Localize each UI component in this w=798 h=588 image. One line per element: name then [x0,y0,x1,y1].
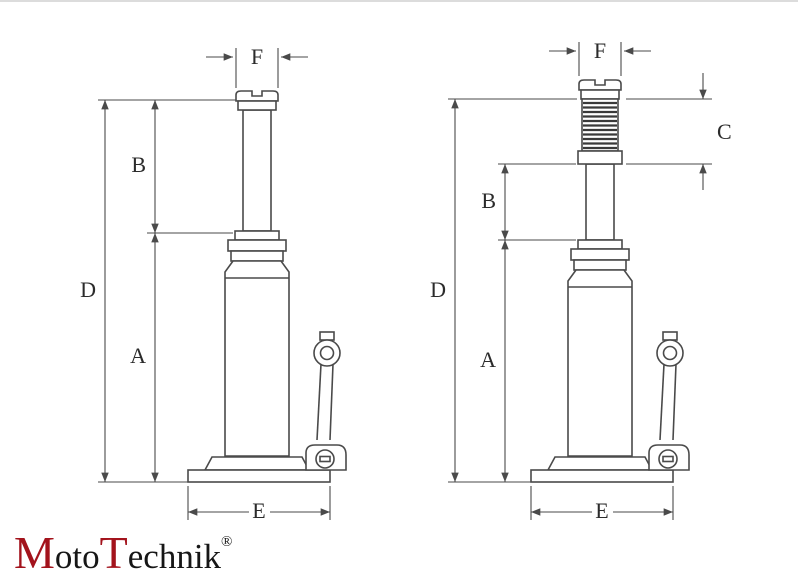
right-dim-label-d: D [430,277,446,302]
left-jack-saddle-band [237,100,277,111]
left-dim-label-f: F [251,44,263,69]
left-jack-handle-socket-bore [319,345,335,361]
left-jack-pump [313,331,341,441]
right-jack-handle-socket-stub [662,331,678,341]
left-jack-drawing [187,90,347,483]
right-e-label-background [592,500,613,521]
left-jack-release-valve-slot [319,455,331,463]
right-jack-base-plate [530,469,674,483]
logo-text-oto: oto [54,537,100,576]
right-jack-handle-socket-bore [662,345,678,361]
right-jack-saddle [578,79,622,100]
left-jack-cylinder-body [224,260,290,457]
left-jack-pump-link-left [316,363,322,441]
right-jack-collar-ring2 [570,248,630,261]
right-jack-base-riser [546,456,654,471]
right-jack-pump-link-left [659,363,665,441]
registered-trademark-symbol: ® [221,534,233,550]
left-jack-cylinder [224,260,290,457]
right-jack-collar [570,239,630,271]
left-jack-ram [242,109,272,232]
left-jack-base-riser [203,456,311,471]
right-jack-cylinder-body [567,269,633,457]
left-dim-label-e: E [252,498,265,523]
right-jack-release-valve-slot [662,455,674,463]
left-jack-dimensions: F B D A E [80,44,331,523]
mototechnik-logo: MotoTechnik® [14,518,232,588]
left-jack-pump-link-right [329,363,334,441]
right-dim-label-e: E [595,498,608,523]
left-e-label-background [249,500,270,521]
right-jack-drawing [530,79,690,483]
right-jack-base [530,444,690,483]
left-jack-saddle [235,90,279,111]
technical-drawing: F B D A E [80,38,732,523]
left-jack-collar [227,230,287,262]
right-jack-extension-screw [577,98,623,165]
left-jack-collar-ring1 [234,230,280,241]
left-dim-label-d: D [80,277,96,302]
right-dim-label-b: B [481,188,496,213]
right-jack-ram [585,163,615,241]
right-jack-saddle-band [580,89,620,100]
right-dim-label-a: A [480,347,496,372]
left-dim-label-a: A [130,343,146,368]
left-dim-label-b: B [131,152,146,177]
right-jack-dimensions: F C B D A E [430,38,732,523]
right-dim-label-f: F [594,38,606,63]
left-jack-collar-ring3 [230,250,284,262]
logo-letter-m: M [14,527,55,578]
right-jack-collar-ring3 [573,259,627,271]
right-jack-cylinder [567,269,633,457]
top-divider [0,0,798,2]
left-jack-base-plate [187,469,331,483]
right-jack-pump [656,331,684,441]
right-jack-collar-ring1 [577,239,623,250]
left-jack-base [187,444,347,483]
right-dim-label-c: C [717,119,732,144]
logo-letter-t: T [99,527,128,578]
logo-text-echnik: echnik [127,537,222,576]
right-jack-screw-nut [577,150,623,165]
left-jack-collar-ring2 [227,239,287,252]
left-jack-saddle-cap [235,90,279,102]
right-jack-pump-link-right [672,363,677,441]
left-jack-handle-socket-stub [319,331,335,341]
right-jack-saddle-cap [578,79,622,91]
